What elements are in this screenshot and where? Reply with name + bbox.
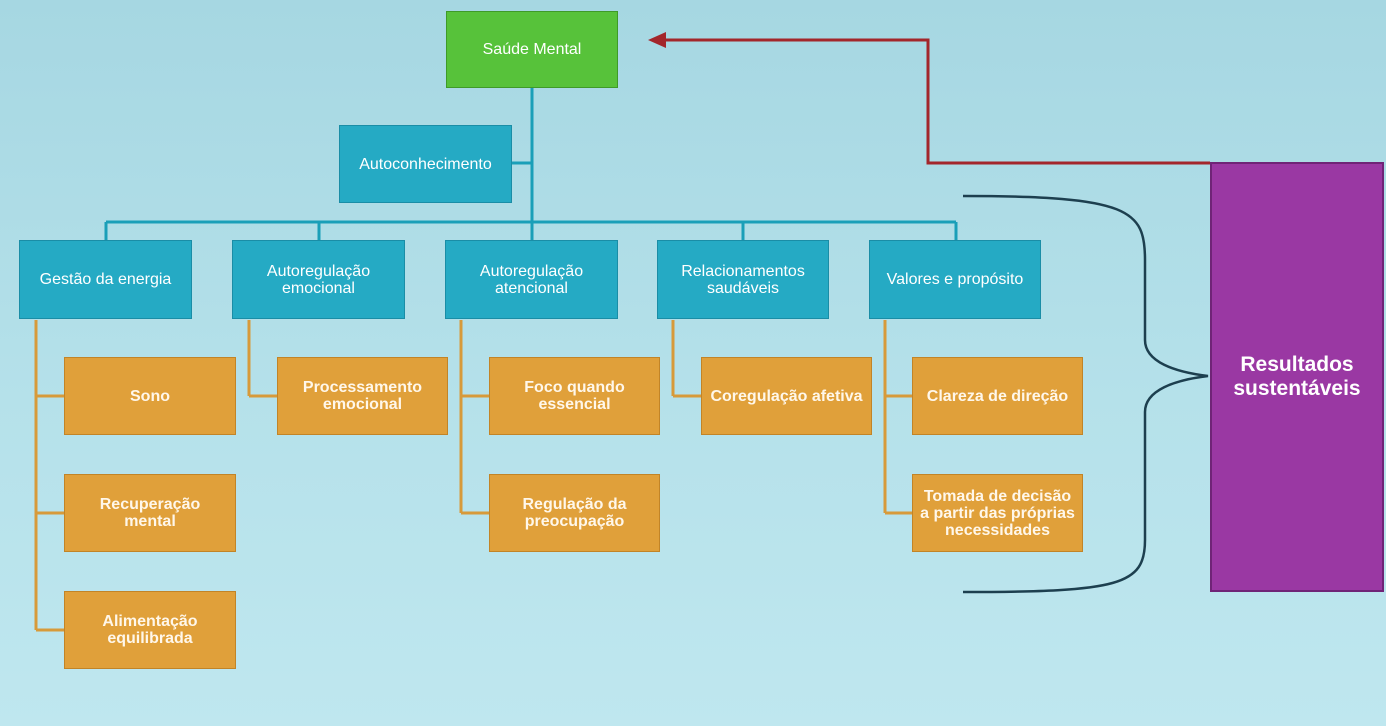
feedback-arrow: [648, 32, 1210, 165]
pillar-label: Gestão da energia: [39, 271, 172, 288]
child-label: Sono: [130, 387, 170, 405]
pillar-relationships: Relacionamentos saudáveis: [657, 240, 829, 319]
pillar-values: Valores e propósito: [869, 240, 1041, 319]
child-label: Foco quando essencial: [524, 379, 625, 413]
pillar-label: Relacionamentos saudáveis: [681, 262, 805, 297]
child-emotional-processing: Processamento emocional: [277, 357, 448, 435]
self-knowledge-label: Autoconhecimento: [359, 155, 492, 173]
child-needs-based-decision: Tomada de decisão a partir das próprias …: [912, 474, 1083, 552]
tree-connectors: [104, 87, 958, 240]
outcome-node: Resultados sustentáveis: [1210, 162, 1384, 592]
child-label: Processamento emocional: [302, 379, 423, 413]
child-label: Regulação da preocupação: [522, 496, 627, 530]
pillar-label: Autoregulação emocional: [266, 262, 371, 297]
pillar-label: Valores e propósito: [886, 271, 1024, 288]
pillar-energy: Gestão da energia: [19, 240, 192, 319]
outcome-label: Resultados sustentáveis: [1233, 353, 1361, 400]
child-label: Tomada de decisão a partir das próprias …: [920, 487, 1075, 539]
child-label: Alimentação equilibrada: [102, 613, 198, 647]
child-connectors: [34, 320, 912, 632]
child-essential-focus: Foco quando essencial: [489, 357, 660, 435]
child-label: Recuperação mental: [99, 496, 201, 530]
child-affective-coregulation: Coregulação afetiva: [701, 357, 872, 435]
child-balanced-diet: Alimentação equilibrada: [64, 591, 236, 669]
child-label: Coregulação afetiva: [710, 387, 863, 405]
self-knowledge-node: Autoconhecimento: [339, 125, 512, 203]
grouping-brace: [962, 194, 1209, 594]
child-direction-clarity: Clareza de direção: [912, 357, 1083, 435]
child-label: Clareza de direção: [926, 387, 1069, 405]
child-mental-recovery: Recuperação mental: [64, 474, 236, 552]
child-sleep: Sono: [64, 357, 236, 435]
root-label: Saúde Mental: [482, 41, 582, 58]
root-node: Saúde Mental: [446, 11, 618, 88]
pillar-label: Autoregulação atencional: [479, 262, 584, 297]
child-worry-regulation: Regulação da preocupação: [489, 474, 660, 552]
pillar-emotional-regulation: Autoregulação emocional: [232, 240, 405, 319]
pillar-attention-regulation: Autoregulação atencional: [445, 240, 618, 319]
